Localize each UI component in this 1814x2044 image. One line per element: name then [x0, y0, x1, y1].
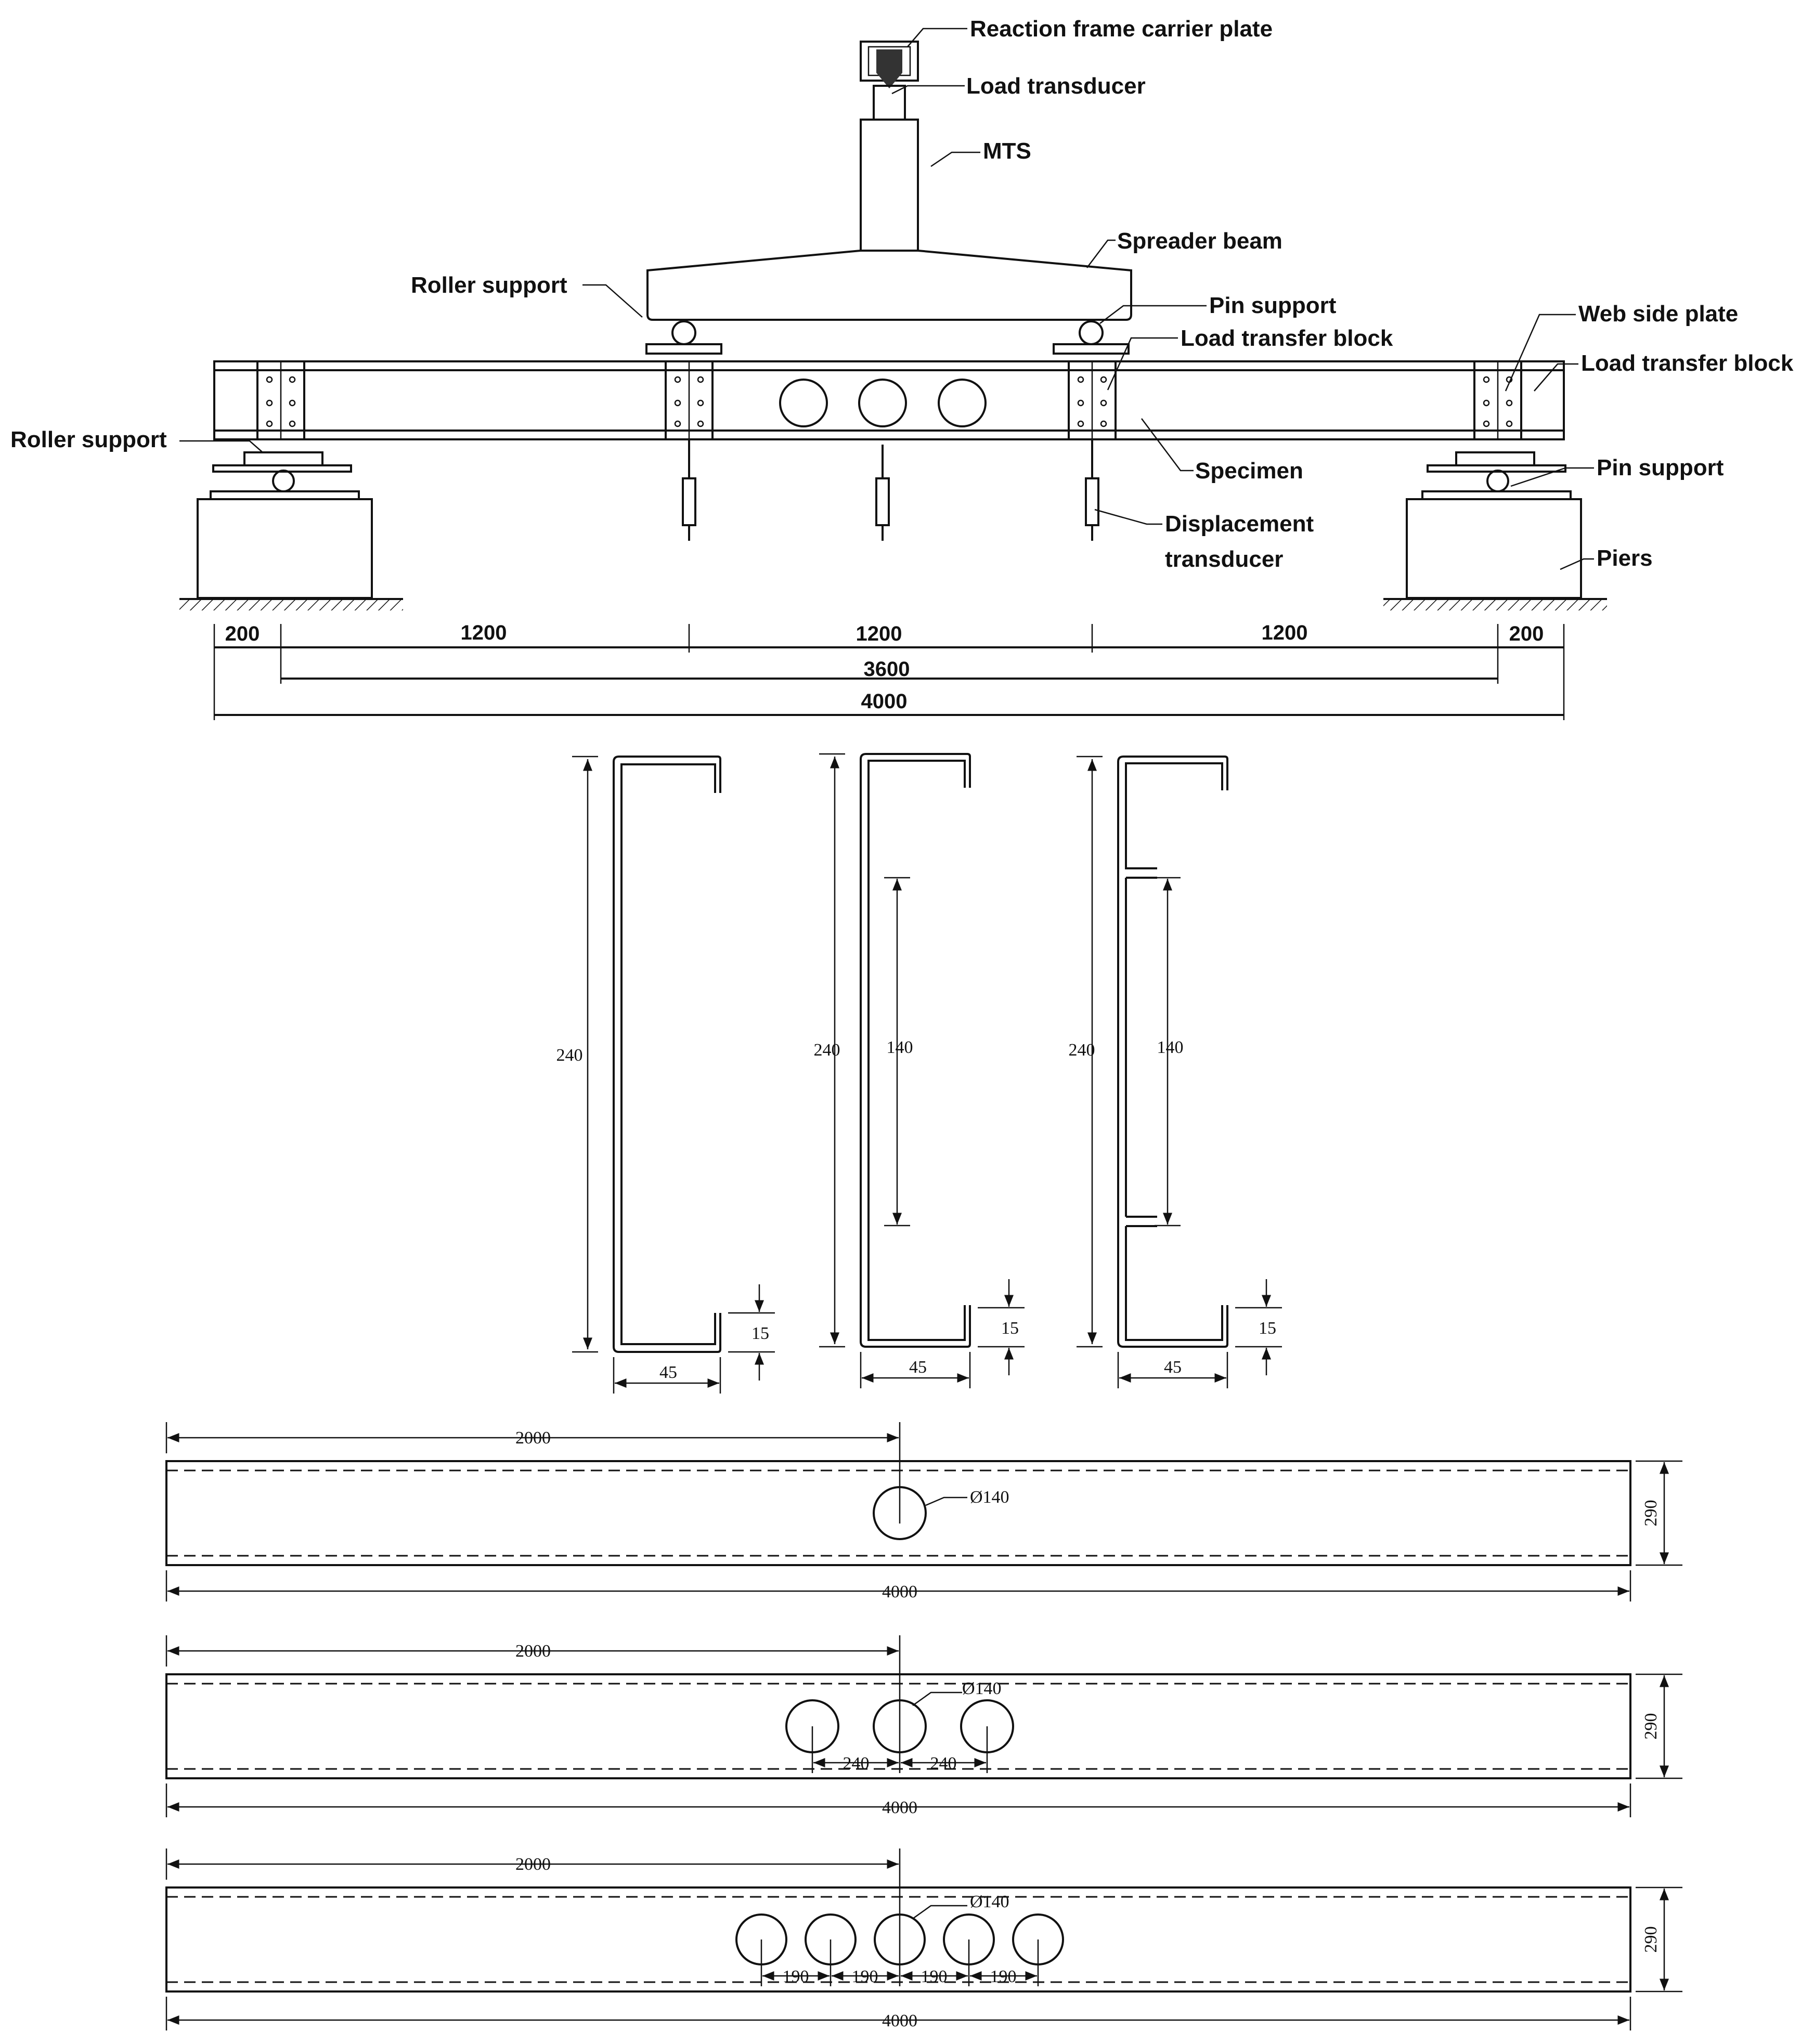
sec2-flange: 45	[909, 1358, 927, 1377]
label-specimen: Specimen	[1195, 458, 1303, 484]
label-displacement: Displacement	[1165, 511, 1314, 537]
sec3-height: 240	[1069, 1040, 1095, 1060]
label-load-transfer-block-mid: Load transfer block	[1181, 326, 1393, 351]
dim-span-3: 1200	[1262, 621, 1308, 644]
label-load-transfer-block-right: Load transfer block	[1581, 350, 1794, 376]
label-roller-support-left: Roller support	[10, 427, 167, 452]
dim-span-1: 1200	[461, 621, 507, 644]
right-support	[1406, 451, 1582, 599]
label-roller-support-top: Roller support	[411, 272, 567, 298]
mts-actuator	[860, 119, 919, 252]
dim-right-end: 200	[1509, 622, 1544, 645]
dim-total: 4000	[861, 690, 908, 713]
sec1-height: 240	[556, 1046, 583, 1065]
sec2-height: 240	[814, 1040, 840, 1060]
web-side-plates	[256, 360, 1522, 440]
dim-support-span: 3600	[864, 658, 910, 681]
label-web-side-plate: Web side plate	[1578, 301, 1738, 327]
plan2-depth: 290	[1641, 1713, 1661, 1740]
plan2-spacing-2: 240	[930, 1754, 957, 1773]
sec1-lip: 15	[751, 1324, 769, 1343]
sec3-flange: 45	[1164, 1358, 1182, 1377]
plan1-depth: 290	[1641, 1500, 1661, 1527]
label-piers: Piers	[1597, 545, 1653, 571]
plan3-half: 2000	[515, 1855, 551, 1874]
plan2-spacing-1: 240	[843, 1754, 870, 1773]
cross-sections: 240 45 15 240 140 45 15	[556, 753, 1282, 1394]
label-spreader-beam: Spreader beam	[1117, 228, 1282, 254]
plan3-length: 4000	[882, 2011, 917, 2030]
label-transducer: transducer	[1165, 546, 1283, 572]
sec2-opening: 140	[887, 1038, 913, 1057]
section-opening	[819, 753, 1025, 1388]
plan3-spacing-2: 190	[852, 1967, 878, 1986]
leader-lines	[179, 28, 1594, 570]
spreader-beam	[646, 250, 1132, 321]
plan-three-holes	[165, 1635, 1682, 1817]
section-stiffened	[1077, 756, 1282, 1388]
plan-five-holes	[165, 1848, 1682, 2030]
plan2-diameter: Ø140	[962, 1679, 1002, 1698]
label-load-transducer: Load transducer	[966, 73, 1146, 99]
label-pin-support-top: Pin support	[1209, 293, 1337, 318]
plan3-spacing-4: 190	[990, 1967, 1017, 1986]
sec1-flange: 45	[659, 1363, 677, 1382]
plan-single-hole	[165, 1422, 1682, 1602]
load-transducer	[873, 85, 906, 121]
dim-left-end: 200	[225, 622, 260, 645]
dim-span-2: 1200	[856, 622, 902, 645]
label-mts: MTS	[983, 138, 1031, 164]
label-reaction-frame: Reaction frame carrier plate	[970, 16, 1273, 42]
left-support	[197, 451, 373, 599]
label-pin-support-right: Pin support	[1597, 455, 1724, 480]
section-plain	[572, 756, 775, 1394]
displacement-transducers	[682, 439, 1099, 541]
pin-support-top	[1079, 320, 1104, 345]
plan3-spacing-3: 190	[921, 1967, 948, 1986]
plan1-length: 4000	[882, 1582, 917, 1602]
plan1-half: 2000	[515, 1428, 551, 1448]
plan2-length: 4000	[882, 1798, 917, 1817]
roller-support-top	[671, 320, 696, 345]
specimen-beam	[213, 360, 1565, 440]
sec3-opening: 140	[1157, 1038, 1184, 1057]
plan3-diameter: Ø140	[970, 1892, 1009, 1911]
sec3-lip: 15	[1259, 1319, 1276, 1338]
test-setup: Reaction frame carrier plate Load transd…	[10, 16, 1794, 720]
plan3-spacing-1: 190	[783, 1967, 809, 1986]
reaction-frame-plate	[860, 41, 919, 88]
sec2-lip: 15	[1001, 1319, 1019, 1338]
plan1-diameter: Ø140	[970, 1488, 1009, 1507]
span-dimensions	[213, 624, 1565, 720]
ground-hatch	[179, 598, 1607, 610]
plan2-half: 2000	[515, 1642, 551, 1661]
plan3-depth: 290	[1641, 1926, 1661, 1953]
